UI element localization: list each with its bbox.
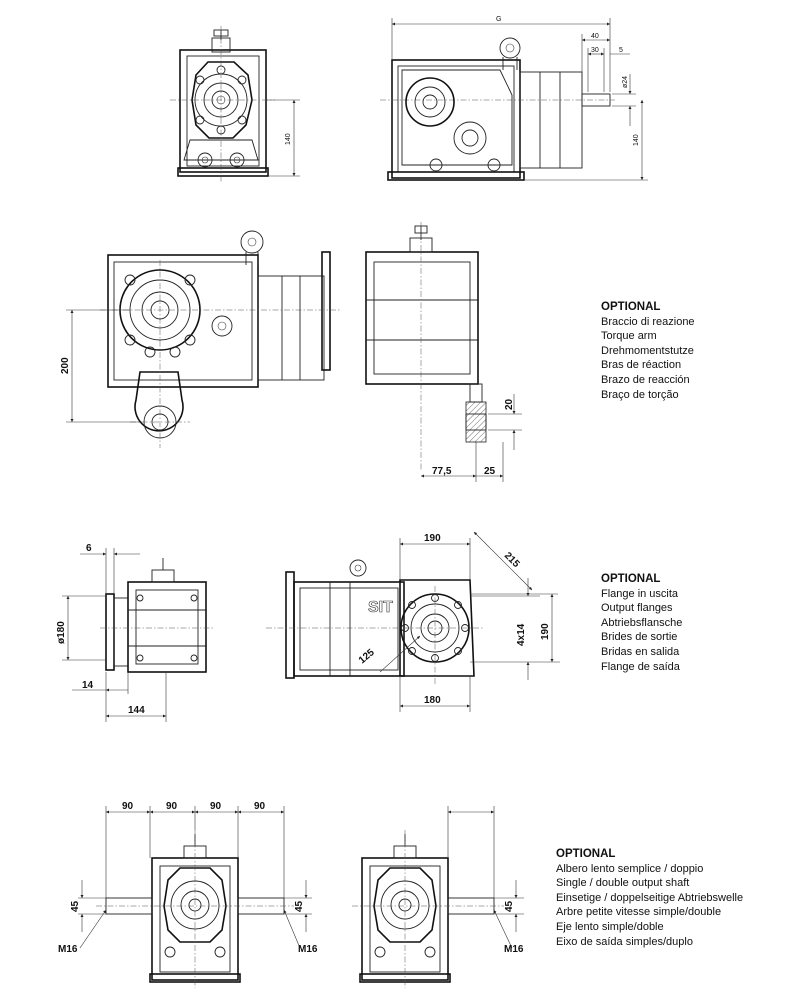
panel-line: Bras de réaction <box>601 359 682 372</box>
panel-line: Drehmomentstutze <box>601 344 694 357</box>
panel-line: Arbre petite vitesse simple/double <box>556 906 722 919</box>
panel-line: Braccio di reazione <box>601 315 695 328</box>
m16-a: M16 <box>58 944 78 955</box>
dim-190-right: 190 <box>540 623 551 640</box>
panel-line: Flange in uscita <box>601 587 679 600</box>
panel-line: Eje lento simple/doble <box>556 920 664 933</box>
dim-215: 215 <box>502 550 522 570</box>
brand-logo: SIT <box>368 599 393 616</box>
m16-c: M16 <box>504 944 524 955</box>
view-top-side: G 40 30 5 ø24 140 <box>380 16 648 181</box>
panel-heading: OPTIONAL <box>601 301 661 313</box>
dim-140-right: 140 <box>633 134 640 146</box>
panel-line: Albero lento semplice / doppio <box>556 862 704 875</box>
panel-line: Braço de torção <box>601 388 679 401</box>
dim-5: 5 <box>619 47 623 54</box>
dim-g: G <box>496 16 501 23</box>
dim-4x14: 4x14 <box>516 623 527 646</box>
dim-40: 40 <box>591 33 599 40</box>
dim-45-b: 45 <box>294 900 305 912</box>
panel-heading: OPTIONAL <box>601 573 661 585</box>
panel-line: Brazo de reacción <box>601 373 690 386</box>
dim-phi24: ø24 <box>622 76 629 88</box>
dim-14: 14 <box>82 680 94 691</box>
view-shaft-single: 45 M16 <box>352 806 524 988</box>
dim-190-top: 190 <box>424 533 441 544</box>
panel-line: Flange de saída <box>601 660 680 673</box>
panel-line: Einsetige / doppelseitige Abtriebswelle <box>556 891 744 904</box>
panel-line: Torque arm <box>601 330 657 343</box>
dim-phi180: ø180 <box>56 621 67 644</box>
dim-144: 144 <box>128 705 145 716</box>
view-flange-side: 6 ø180 14 144 <box>56 543 214 722</box>
option-panel-torque-arm: OPTIONAL Braccio di reazione Torque arm … <box>601 300 695 402</box>
dim-180: 180 <box>424 695 441 706</box>
dim-125: 125 <box>357 647 377 666</box>
dim-200: 200 <box>60 357 71 374</box>
dim-90-c: 90 <box>210 801 222 812</box>
panel-line: Eixo de saída simples/duplo <box>556 935 693 948</box>
dim-20: 20 <box>504 398 515 410</box>
dim-90-d: 90 <box>254 801 266 812</box>
m16-b: M16 <box>298 944 318 955</box>
view-torque-arm-front: 200 <box>60 230 340 448</box>
dim-25: 25 <box>484 466 496 477</box>
view-torque-arm-side: 20 77,5 25 <box>365 222 522 482</box>
panel-line: Abtriebsflansche <box>601 616 683 629</box>
dim-77-5: 77,5 <box>432 466 452 477</box>
dim-45-a: 45 <box>70 900 81 912</box>
panel-heading: OPTIONAL <box>556 848 616 860</box>
dim-30: 30 <box>591 47 599 54</box>
option-panel-output-flanges: OPTIONAL Flange in uscita Output flanges… <box>601 572 682 674</box>
dim-90-a: 90 <box>122 801 134 812</box>
option-panel-output-shaft: OPTIONAL Albero lento semplice / doppio … <box>556 847 743 949</box>
panel-line: Single / double output shaft <box>556 877 690 890</box>
panel-line: Bridas en salida <box>601 645 680 658</box>
dim-90-b: 90 <box>166 801 178 812</box>
view-top-front: 140 <box>170 26 300 182</box>
dim-45-c: 45 <box>504 900 515 912</box>
dim-140-left: 140 <box>285 133 292 145</box>
view-shaft-double: 90 90 90 90 45 45 M16 M16 <box>58 801 318 988</box>
panel-line: Brides de sortie <box>601 631 678 644</box>
dim-6: 6 <box>86 543 92 554</box>
view-flange-front: SIT 190 215 4x14 190 125 180 <box>266 531 560 712</box>
panel-line: Output flanges <box>601 602 673 615</box>
